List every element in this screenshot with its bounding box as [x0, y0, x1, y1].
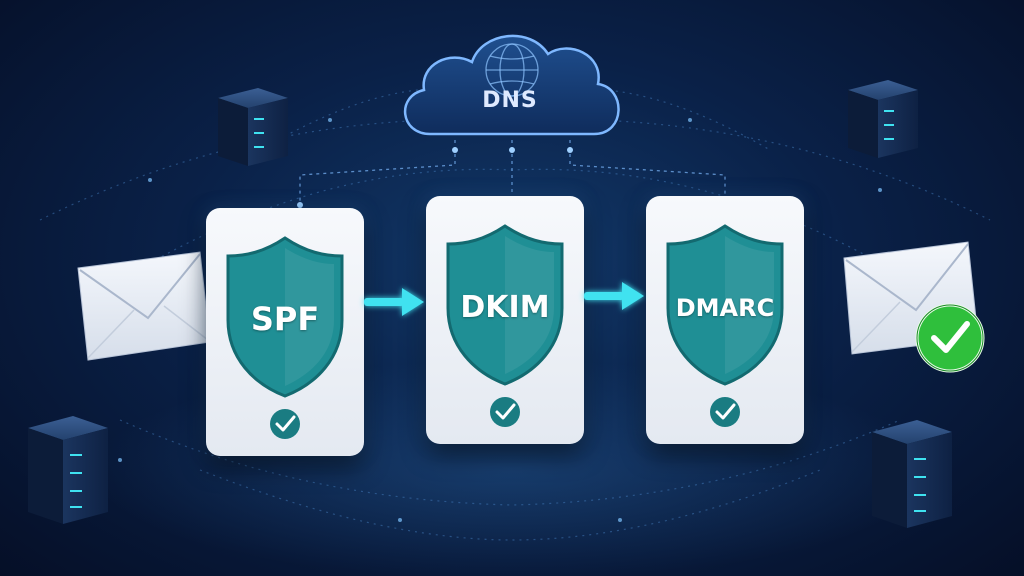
- check-icon: [710, 397, 740, 427]
- arrow-dkim-to-dmarc: [584, 282, 644, 310]
- dns-cloud: DNS: [390, 14, 630, 144]
- dns-label: DNS: [482, 88, 538, 113]
- spf-label: SPF: [250, 300, 320, 338]
- globe-icon: [485, 43, 539, 97]
- server-icon: [848, 80, 918, 158]
- dkim-card: DKIM: [426, 196, 584, 444]
- envelope-icon: [77, 251, 211, 361]
- check-icon: [915, 303, 985, 373]
- server-icon: [872, 420, 952, 528]
- arrow-spf-to-dkim: [364, 288, 424, 316]
- cloud-icon: [404, 34, 620, 136]
- server-icon: [218, 88, 288, 166]
- shield-icon: [666, 224, 784, 386]
- shield-icon: [226, 236, 344, 398]
- dmarc-label: DMARC: [675, 294, 775, 322]
- shield-icon: [446, 224, 564, 386]
- dmarc-card: DMARC: [646, 196, 804, 444]
- server-icon: [28, 416, 108, 524]
- check-icon: [490, 397, 520, 427]
- dkim-label: DKIM: [460, 290, 550, 325]
- check-icon: [270, 409, 300, 439]
- spf-card: SPF: [206, 208, 364, 456]
